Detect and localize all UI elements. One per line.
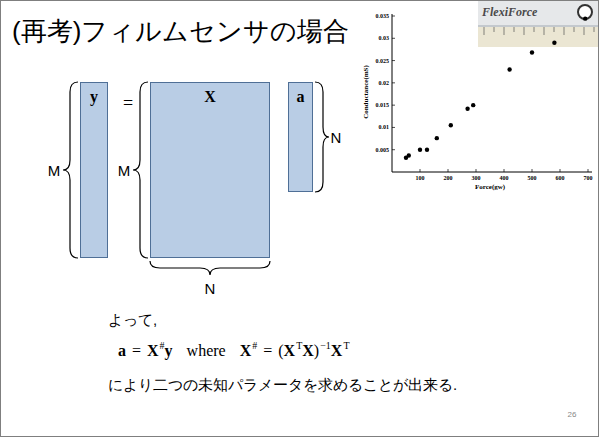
- matrix-symbol: a: [289, 83, 312, 106]
- equation-term: X: [302, 342, 314, 360]
- matrix-symbol: y: [81, 83, 107, 106]
- data-point: [418, 148, 422, 152]
- tick-label: 0.025: [376, 58, 390, 64]
- sensor-photo: [478, 1, 598, 47]
- tick-label: 700: [584, 175, 593, 181]
- equation-term: where: [187, 342, 226, 360]
- data-point: [435, 136, 439, 140]
- equation-term: y: [165, 342, 173, 360]
- equation-term: a: [118, 342, 126, 360]
- equation-term: #: [252, 340, 257, 351]
- tick-label: 500: [528, 175, 537, 181]
- tick-label: 0.01: [379, 124, 390, 130]
- equation-term: X: [240, 342, 252, 360]
- equation-term: T: [296, 340, 302, 351]
- dimension-label: M: [118, 162, 131, 179]
- equation-term: (: [278, 342, 283, 360]
- data-point: [425, 148, 429, 152]
- body-text: よって,: [108, 311, 157, 330]
- dimension-label: N: [205, 280, 216, 297]
- matrix-box: a: [288, 82, 313, 192]
- tick-mark: [392, 127, 395, 128]
- scatter-chart: [392, 14, 592, 172]
- tick-mark: [560, 169, 561, 172]
- tick-label: 0.035: [376, 13, 390, 19]
- tick-label: 300: [472, 175, 481, 181]
- tick-label: 0.015: [376, 102, 390, 108]
- dimension-label: N: [331, 129, 342, 146]
- matrix-box: y: [80, 82, 108, 258]
- equation-term: T: [343, 340, 349, 351]
- data-point: [530, 50, 534, 54]
- tick-label: 0.03: [379, 35, 390, 41]
- tick-label: 200: [444, 175, 453, 181]
- equation: a=X#ywhereX#=(XTX)−1XT: [118, 342, 349, 360]
- tick-mark: [448, 169, 449, 172]
- tick-mark: [392, 16, 395, 17]
- axis-title: Force(gw): [475, 183, 505, 191]
- equation-term: #: [160, 340, 165, 351]
- tick-label: 600: [556, 175, 565, 181]
- tick-mark: [392, 149, 395, 150]
- data-point: [449, 123, 453, 127]
- equation-term: −1: [320, 340, 331, 351]
- axis-title: Conductance(mS): [362, 65, 370, 119]
- tick-mark: [420, 169, 421, 172]
- equation-term: ): [314, 342, 319, 360]
- matrix-symbol: X: [151, 83, 269, 106]
- page-number: 26: [568, 410, 577, 419]
- equation-term: =: [263, 342, 272, 360]
- tick-label: 0.005: [376, 147, 390, 153]
- matrix-box: X: [150, 82, 270, 258]
- equation-term: =: [132, 342, 141, 360]
- tick-label: 100: [416, 175, 425, 181]
- equals-sign: =: [123, 93, 133, 114]
- body-text: により二つの未知パラメータを求めることが出来る.: [108, 376, 457, 395]
- data-point: [471, 103, 475, 107]
- data-point: [552, 41, 556, 45]
- tick-mark: [532, 169, 533, 172]
- tick-mark: [392, 105, 395, 106]
- photo-text: FlexiForce: [482, 5, 537, 20]
- data-point: [407, 153, 411, 157]
- brace: [63, 82, 329, 275]
- tick-mark: [476, 169, 477, 172]
- tick-label: 0.02: [379, 80, 390, 86]
- tick-mark: [392, 60, 395, 61]
- tick-mark: [392, 82, 395, 83]
- tick-mark: [392, 38, 395, 39]
- tick-label: 400: [500, 175, 509, 181]
- tick-mark: [504, 169, 505, 172]
- equation-term: X: [331, 342, 343, 360]
- equation-term: X: [147, 342, 159, 360]
- data-point: [583, 16, 587, 20]
- data-point: [465, 107, 469, 111]
- slide-title: (再考)フィルムセンサの場合: [12, 14, 349, 49]
- dimension-label: M: [48, 162, 61, 179]
- equation-term: X: [284, 342, 296, 360]
- data-point: [507, 67, 511, 71]
- tick-mark: [588, 169, 589, 172]
